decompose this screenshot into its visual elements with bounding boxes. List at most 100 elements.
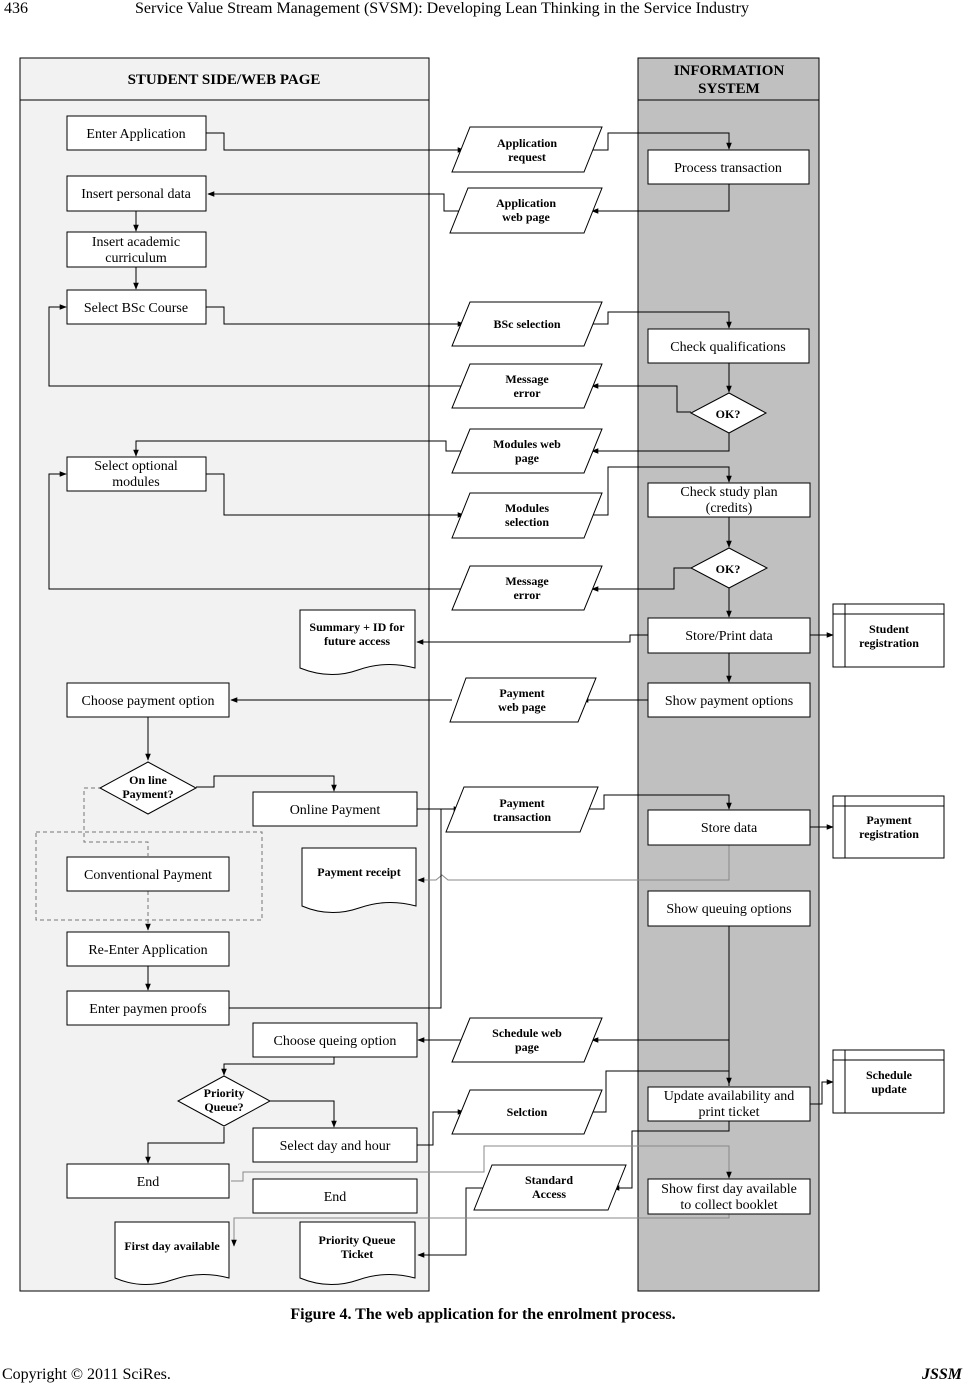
first-day-document: First day available xyxy=(114,1221,230,1285)
bsc-selection-message: BSc selection xyxy=(451,301,603,347)
schedule-web-label-1: Schedule web xyxy=(492,1026,562,1040)
application-request-message: Application request xyxy=(451,126,603,173)
insert-academic-label-2: curriculum xyxy=(105,251,167,266)
check-plan-label-1: Check study plan xyxy=(680,485,777,500)
message-nodes: Application request Application web page… xyxy=(445,126,627,1211)
ok-decision-2: OK? xyxy=(689,547,769,589)
app-web-label-2: web page xyxy=(502,210,550,224)
payment-web-page-message: Payment web page xyxy=(449,677,597,723)
modules-web-page-message: Modules web page xyxy=(451,428,603,474)
select-day-hour-step: Select day and hour xyxy=(252,1127,418,1163)
selection-message: Selction xyxy=(451,1089,603,1135)
ok2-label: OK? xyxy=(716,562,741,576)
schedule-web-label-2: page xyxy=(515,1040,540,1054)
online-payment-step: Online Payment xyxy=(252,791,418,827)
priority-queue-decision: Priority Queue? xyxy=(176,1075,272,1127)
check-plan-label-2: (credits) xyxy=(706,501,753,516)
standard-label-1: Standard xyxy=(525,1173,573,1187)
check-study-plan-step: Check study plan (credits) xyxy=(647,482,811,518)
select-bsc-label: Select BSc Course xyxy=(84,301,188,316)
choose-payment-label: Choose payment option xyxy=(82,694,215,709)
enter-proofs-step: Enter paymen proofs xyxy=(66,990,230,1026)
standard-label-2: Access xyxy=(532,1187,566,1201)
journal-name: JSSM xyxy=(921,1366,962,1383)
reenter-application-step: Re-Enter Application xyxy=(66,931,230,967)
store-print-label: Store/Print data xyxy=(685,629,773,644)
priority-ticket-label-1: Priority Queue xyxy=(319,1233,397,1247)
modules-sel-label-2: selection xyxy=(505,515,549,529)
msg-error2-label-1: Message xyxy=(505,574,549,588)
online-decision-label-2: Payment? xyxy=(122,787,173,801)
summary-label-1: Summary + ID for xyxy=(309,620,405,634)
online-payment-label: Online Payment xyxy=(290,803,381,818)
select-modules-label-2: modules xyxy=(112,475,159,490)
payment-tx-label-1: Payment xyxy=(499,796,544,810)
end-label-right: End xyxy=(324,1190,347,1205)
enter-application-label: Enter Application xyxy=(86,127,185,142)
first-day-label: First day available xyxy=(124,1239,220,1253)
schedule-update-store: Schedule update xyxy=(832,1049,945,1114)
running-title: Service Value Stream Management (SVSM): … xyxy=(135,0,749,17)
priority-ticket-document: Priority Queue Ticket xyxy=(299,1221,416,1285)
choose-payment-step: Choose payment option xyxy=(66,682,230,718)
schedule-web-page-message: Schedule web page xyxy=(451,1017,603,1063)
payment-web-label-1: Payment xyxy=(499,686,544,700)
figure-caption: Figure 4. The web application for the en… xyxy=(290,1306,676,1323)
conventional-group xyxy=(35,787,263,921)
show-first-label-2: to collect booklet xyxy=(680,1198,777,1213)
application-web-page-message: Application web page xyxy=(449,187,603,234)
standard-access-message: Standard Access xyxy=(473,1164,627,1211)
end-terminal-right: End xyxy=(252,1178,418,1214)
insert-personal-step: Insert personal data xyxy=(66,175,207,212)
app-request-label-2: request xyxy=(508,150,546,164)
store-data-step: Store data xyxy=(647,809,811,846)
app-web-label-1: Application xyxy=(496,196,556,210)
show-queuing-step: Show queuing options xyxy=(647,890,811,927)
conventional-payment-label: Conventional Payment xyxy=(84,868,212,883)
store-data-label: Store data xyxy=(701,821,758,836)
payment-transaction-message: Payment transaction xyxy=(445,786,599,833)
show-queuing-label: Show queuing options xyxy=(666,902,791,917)
check-qual-label: Check qualifications xyxy=(670,340,785,355)
priority-decision-label-2: Queue? xyxy=(204,1100,243,1114)
select-day-hour-label: Select day and hour xyxy=(280,1139,391,1154)
ok1-label: OK? xyxy=(716,407,741,421)
is-lane-title-1: INFORMATION xyxy=(674,63,785,79)
bsc-selection-label: BSc selection xyxy=(494,317,561,331)
end-label-left: End xyxy=(137,1175,160,1190)
page-header: 436 Service Value Stream Management (SVS… xyxy=(0,0,966,22)
reenter-application-label: Re-Enter Application xyxy=(88,943,207,958)
process-transaction-step: Process transaction xyxy=(647,149,810,185)
payment-tx-label-2: transaction xyxy=(493,810,551,824)
modules-sel-label-1: Modules xyxy=(505,501,549,515)
conventional-payment-step: Conventional Payment xyxy=(66,856,230,892)
payment-receipt-label: Payment receipt xyxy=(317,865,400,879)
payment-web-label-2: web page xyxy=(498,700,546,714)
select-modules-label-1: Select optional xyxy=(94,459,178,474)
student-lane-title: STUDENT SIDE/WEB PAGE xyxy=(128,72,321,88)
schedule-label-2: update xyxy=(871,1082,907,1096)
enter-application-step: Enter Application xyxy=(66,115,207,151)
ok-decision-1: OK? xyxy=(689,392,768,434)
student-nodes: Enter Application Insert personal data I… xyxy=(66,115,418,1285)
choose-queuing-label: Choose queing option xyxy=(274,1034,397,1049)
process-tx-label: Process transaction xyxy=(674,161,782,176)
modules-selection-message: Modules selection xyxy=(451,492,603,539)
show-payment-label: Show payment options xyxy=(665,694,793,709)
online-payment-decision: On line Payment? xyxy=(98,761,198,815)
show-first-day-step: Show first day available to collect book… xyxy=(647,1178,811,1215)
show-first-label-1: Show first day available xyxy=(661,1182,797,1197)
choose-queuing-step: Choose queing option xyxy=(252,1022,418,1058)
is-lane-title-2: SYSTEM xyxy=(698,81,760,97)
update-availability-step: Update availability and print ticket xyxy=(647,1086,811,1122)
online-decision-label-1: On line xyxy=(129,773,167,787)
msg-error1-label-2: error xyxy=(513,386,541,400)
enrolment-flow-diagram: STUDENT SIDE/WEB PAGE INFORMATION SYSTEM xyxy=(19,57,945,1292)
payment-reg-label-1: Payment xyxy=(866,813,911,827)
priority-decision-label-1: Priority xyxy=(204,1086,245,1100)
update-label-2: print ticket xyxy=(698,1105,759,1120)
store-print-step: Store/Print data xyxy=(647,617,811,654)
payment-reg-label-2: registration xyxy=(859,827,919,841)
payment-receipt-document: Payment receipt xyxy=(301,847,417,913)
schedule-label-1: Schedule xyxy=(866,1068,913,1082)
